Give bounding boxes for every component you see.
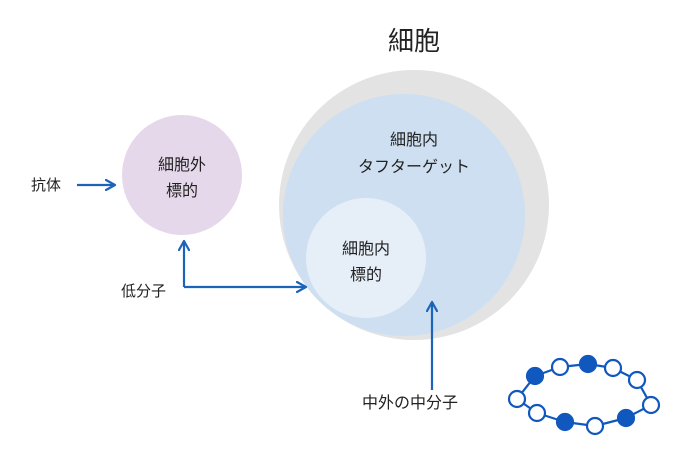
intracellular-target-label-2: 標的 bbox=[350, 265, 382, 284]
residue-empty bbox=[585, 416, 605, 436]
residue-empty bbox=[550, 357, 570, 377]
antibody-label: 抗体 bbox=[31, 176, 61, 194]
intracellular-target-label-1: 細胞内 bbox=[342, 239, 390, 258]
intracellular-area-label-1: 細胞内 bbox=[390, 130, 438, 149]
small-molecule-label: 低分子 bbox=[121, 282, 166, 300]
extracellular-target-circle bbox=[122, 115, 242, 235]
residue-filled bbox=[616, 408, 636, 428]
intracellular-target-circle bbox=[306, 198, 426, 318]
extracellular-target-label-2: 標的 bbox=[166, 181, 198, 200]
residue-filled bbox=[525, 366, 545, 386]
residue-empty bbox=[507, 389, 527, 409]
middle-molecule-label: 中外の中分子 bbox=[362, 393, 458, 412]
extracellular-target-label-1: 細胞外 bbox=[158, 155, 206, 174]
residue-empty bbox=[603, 358, 623, 378]
residue-empty bbox=[527, 403, 547, 423]
residue-empty bbox=[627, 370, 647, 390]
cell-title: 細胞 bbox=[388, 27, 440, 57]
residue-filled bbox=[578, 354, 598, 374]
residue-empty bbox=[641, 395, 661, 415]
cyclic-peptide-icon bbox=[507, 354, 661, 436]
residue-filled bbox=[555, 412, 575, 432]
intracellular-area-label-2: タフターゲット bbox=[358, 157, 470, 176]
